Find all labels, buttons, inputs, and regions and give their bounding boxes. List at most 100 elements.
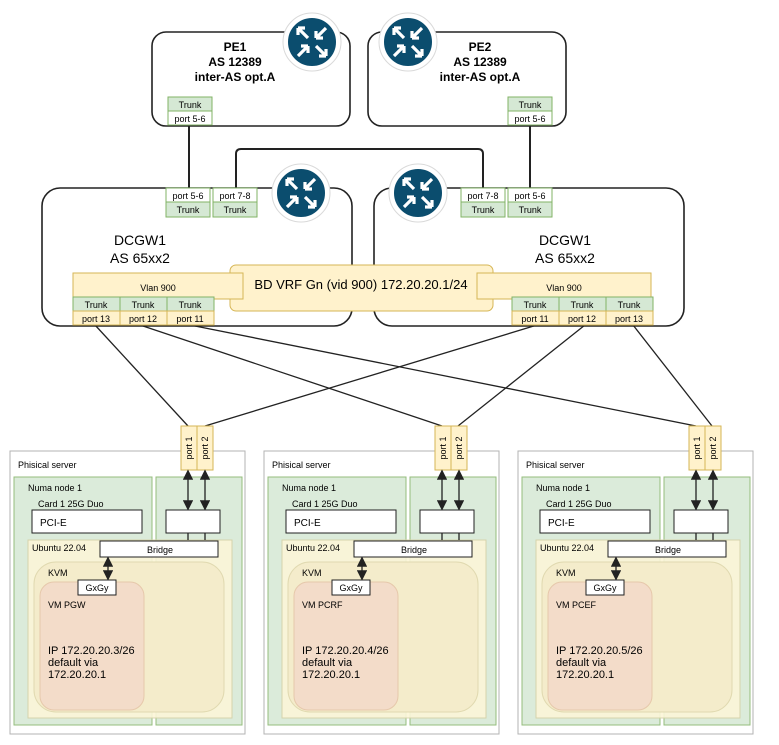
server-port-1: port 1 xyxy=(180,425,198,471)
vm-ip: IP 172.20.20.3/26 xyxy=(48,645,135,657)
router-icon xyxy=(377,11,439,73)
pe2-port-box xyxy=(507,110,553,126)
vm-default: default via xyxy=(302,657,353,669)
vm-label: VM PGW xyxy=(48,600,86,610)
trunk-label: Trunk xyxy=(177,205,200,215)
server-title: Phisical server xyxy=(272,460,331,470)
pe1-name: PE1 xyxy=(224,40,247,54)
pe1-router[interactable]: PE1 AS 12389 inter-AS opt.A Trunk port 5… xyxy=(151,11,351,127)
dcgw-right-name: DCGW1 xyxy=(539,232,591,248)
kvm-label: KVM xyxy=(556,568,576,578)
vm-label: VM PCRF xyxy=(302,600,343,610)
trunk-label: Trunk xyxy=(571,300,594,310)
bridge-box xyxy=(353,540,473,558)
vm-label: VM PCEF xyxy=(556,600,597,610)
nic-box xyxy=(165,509,221,534)
pci-label: PCI-E xyxy=(294,518,321,529)
port-label: port 1 xyxy=(184,436,194,459)
router-icon xyxy=(281,11,343,73)
port-label: port 12 xyxy=(568,314,596,324)
vlan-right-label: Vlan 900 xyxy=(546,283,582,293)
numa-label: Numa node 1 xyxy=(536,483,590,493)
trunk-label: Trunk xyxy=(85,300,108,310)
vlan-left-label: Vlan 900 xyxy=(140,283,176,293)
server-port-1: port 1 xyxy=(434,425,452,471)
numa-label: Numa node 1 xyxy=(282,483,336,493)
trunk-label: Trunk xyxy=(519,205,542,215)
port-label: port 5-6 xyxy=(514,191,545,201)
gxgy-box xyxy=(77,579,117,596)
port-label: port 7-8 xyxy=(219,191,250,201)
trunk-label: Trunk xyxy=(524,300,547,310)
dcgw-right-as: AS 65xx2 xyxy=(535,250,595,266)
link xyxy=(189,324,697,427)
os-label: Ubuntu 22.04 xyxy=(540,543,594,553)
vm-ip: IP 172.20.20.4/26 xyxy=(302,645,389,657)
bd-vrf-bar: BD VRF Gn (vid 900) 172.20.20.1/24 xyxy=(229,264,494,312)
links xyxy=(94,126,713,427)
trunk-label: Trunk xyxy=(618,300,641,310)
port-label: port 13 xyxy=(615,314,643,324)
vm-gateway: 172.20.20.1 xyxy=(556,669,614,681)
card-label: Card 1 25G Duo xyxy=(38,499,104,509)
vm-gateway: 172.20.20.1 xyxy=(302,669,360,681)
vm-ip: IP 172.20.20.5/26 xyxy=(556,645,643,657)
gxgy-label: GxGy xyxy=(85,583,109,593)
kvm-label: KVM xyxy=(302,568,322,578)
router-icon xyxy=(270,162,332,224)
link xyxy=(632,324,713,427)
port-label: port 12 xyxy=(129,314,157,324)
pe2-port-label: port 5-6 xyxy=(514,114,545,124)
port-label: port 2 xyxy=(708,436,718,459)
link xyxy=(94,324,189,427)
vlan-left: Vlan 900 xyxy=(72,272,244,300)
server-title: Phisical server xyxy=(18,460,77,470)
port-label: port 5-6 xyxy=(172,191,203,201)
pci-box xyxy=(539,509,651,534)
port-label: port 2 xyxy=(454,436,464,459)
port-label: port 11 xyxy=(176,314,203,324)
pe2-name: PE2 xyxy=(469,40,492,54)
card-label: Card 1 25G Duo xyxy=(292,499,358,509)
dcgw-right-bottom-ports: Trunk port 11 Trunk port 12 Trunk port 1… xyxy=(511,296,654,326)
vm-gateway: 172.20.20.1 xyxy=(48,669,106,681)
card-label: Card 1 25G Duo xyxy=(546,499,612,509)
dcgw-left-bottom-ports: Trunk port 13 Trunk port 12 Trunk port 1… xyxy=(72,296,215,326)
vlan-right: Vlan 900 xyxy=(476,272,652,300)
numa-label: Numa node 1 xyxy=(28,483,82,493)
dcgw-left-name: DCGW1 xyxy=(114,232,166,248)
server-port-2: port 2 xyxy=(704,425,722,471)
pci-label: PCI-E xyxy=(548,518,575,529)
bridge-label: Bridge xyxy=(147,545,173,555)
gxgy-box xyxy=(331,579,371,596)
gxgy-box xyxy=(585,579,625,596)
port-label: port 1 xyxy=(438,436,448,459)
pe1-port-label: port 5-6 xyxy=(174,114,205,124)
bridge-label: Bridge xyxy=(401,545,427,555)
os-label: Ubuntu 22.04 xyxy=(32,543,86,553)
link xyxy=(204,324,538,427)
bridge-box xyxy=(607,540,727,558)
nic-box xyxy=(673,509,729,534)
pe1-mode: inter-AS opt.A xyxy=(195,70,276,84)
vm-default: default via xyxy=(48,657,99,669)
pe2-router[interactable]: PE2 AS 12389 inter-AS opt.A Trunk port 5… xyxy=(367,11,567,127)
trunk-label: Trunk xyxy=(179,300,202,310)
dcgw-right-top-trunk-2 xyxy=(507,201,553,218)
dcgw-left-as: AS 65xx2 xyxy=(110,250,170,266)
bridge-box xyxy=(99,540,219,558)
pci-box xyxy=(31,509,143,534)
pe1-as: AS 12389 xyxy=(208,55,262,69)
os-label: Ubuntu 22.04 xyxy=(286,543,340,553)
port-label: port 2 xyxy=(200,436,210,459)
nic-box xyxy=(419,509,475,534)
vm-default: default via xyxy=(556,657,607,669)
port-label: port 13 xyxy=(82,314,110,324)
link xyxy=(139,324,443,427)
pe2-trunk-label: Trunk xyxy=(519,100,542,110)
pe2-mode: inter-AS opt.A xyxy=(440,70,521,84)
